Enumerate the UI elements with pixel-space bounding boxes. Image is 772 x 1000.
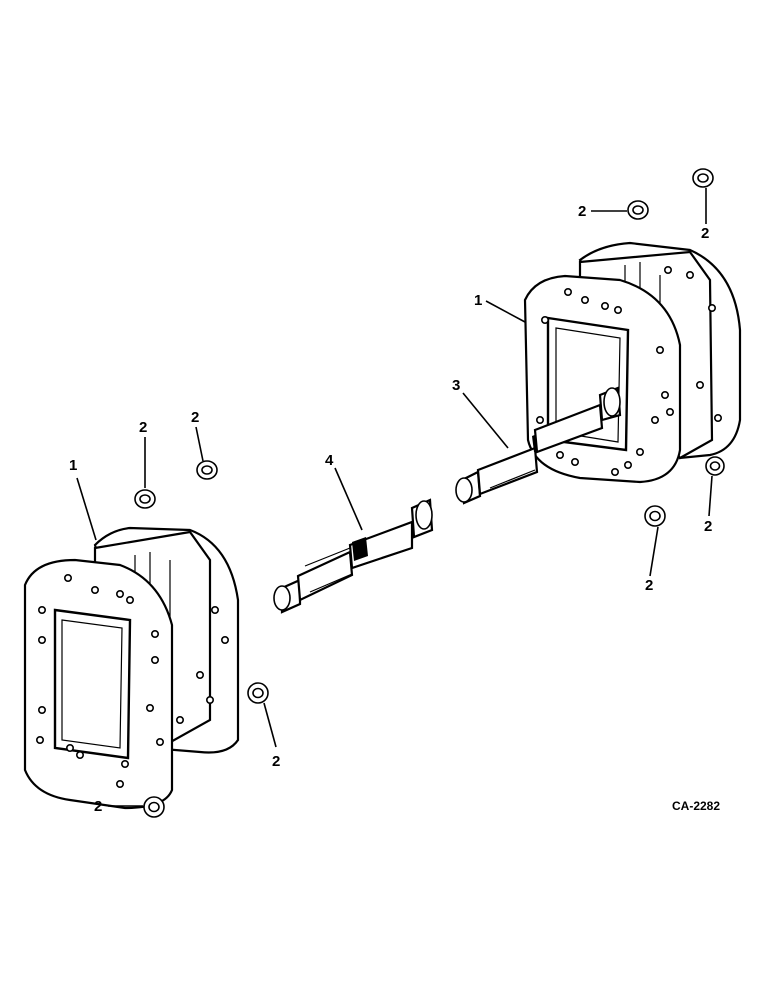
callout-bushing-right-top-a: 2 — [578, 203, 586, 220]
bushing-left-top-a — [134, 489, 156, 509]
bushing-left-top-b — [196, 460, 218, 480]
callout-bushing-right-bottom: 2 — [645, 577, 653, 594]
callout-left-housing: 1 — [69, 457, 77, 474]
bushing-left-side — [247, 682, 269, 704]
bushing-left-bottom — [143, 796, 165, 818]
leader-lines — [76, 188, 713, 807]
bushing-right-top-b — [692, 168, 714, 188]
left-housing — [23, 526, 240, 810]
shaft-upper — [455, 386, 622, 505]
shaft-lower — [273, 498, 434, 614]
callout-bushing-right-top-b: 2 — [701, 225, 709, 242]
callout-bushing-left-top-b: 2 — [191, 409, 199, 426]
bushing-right-top-a — [627, 200, 649, 220]
bushings — [134, 168, 725, 818]
callouts: 1 1 3 4 2 2 2 2 2 2 2 2 — [69, 203, 712, 815]
callout-bushing-left-bottom: 2 — [94, 798, 102, 815]
callout-right-housing: 1 — [474, 292, 482, 309]
bushing-right-side — [705, 456, 725, 476]
callout-shaft-upper: 3 — [452, 377, 460, 394]
callout-bushing-left-side: 2 — [272, 753, 280, 770]
bushing-right-bottom — [644, 505, 666, 527]
drawing-code: CA-2282 — [672, 799, 720, 813]
callout-shaft-lower: 4 — [325, 452, 334, 469]
callout-bushing-left-top-a: 2 — [139, 419, 147, 436]
right-housing — [523, 241, 742, 484]
callout-bushing-right-side: 2 — [704, 518, 712, 535]
